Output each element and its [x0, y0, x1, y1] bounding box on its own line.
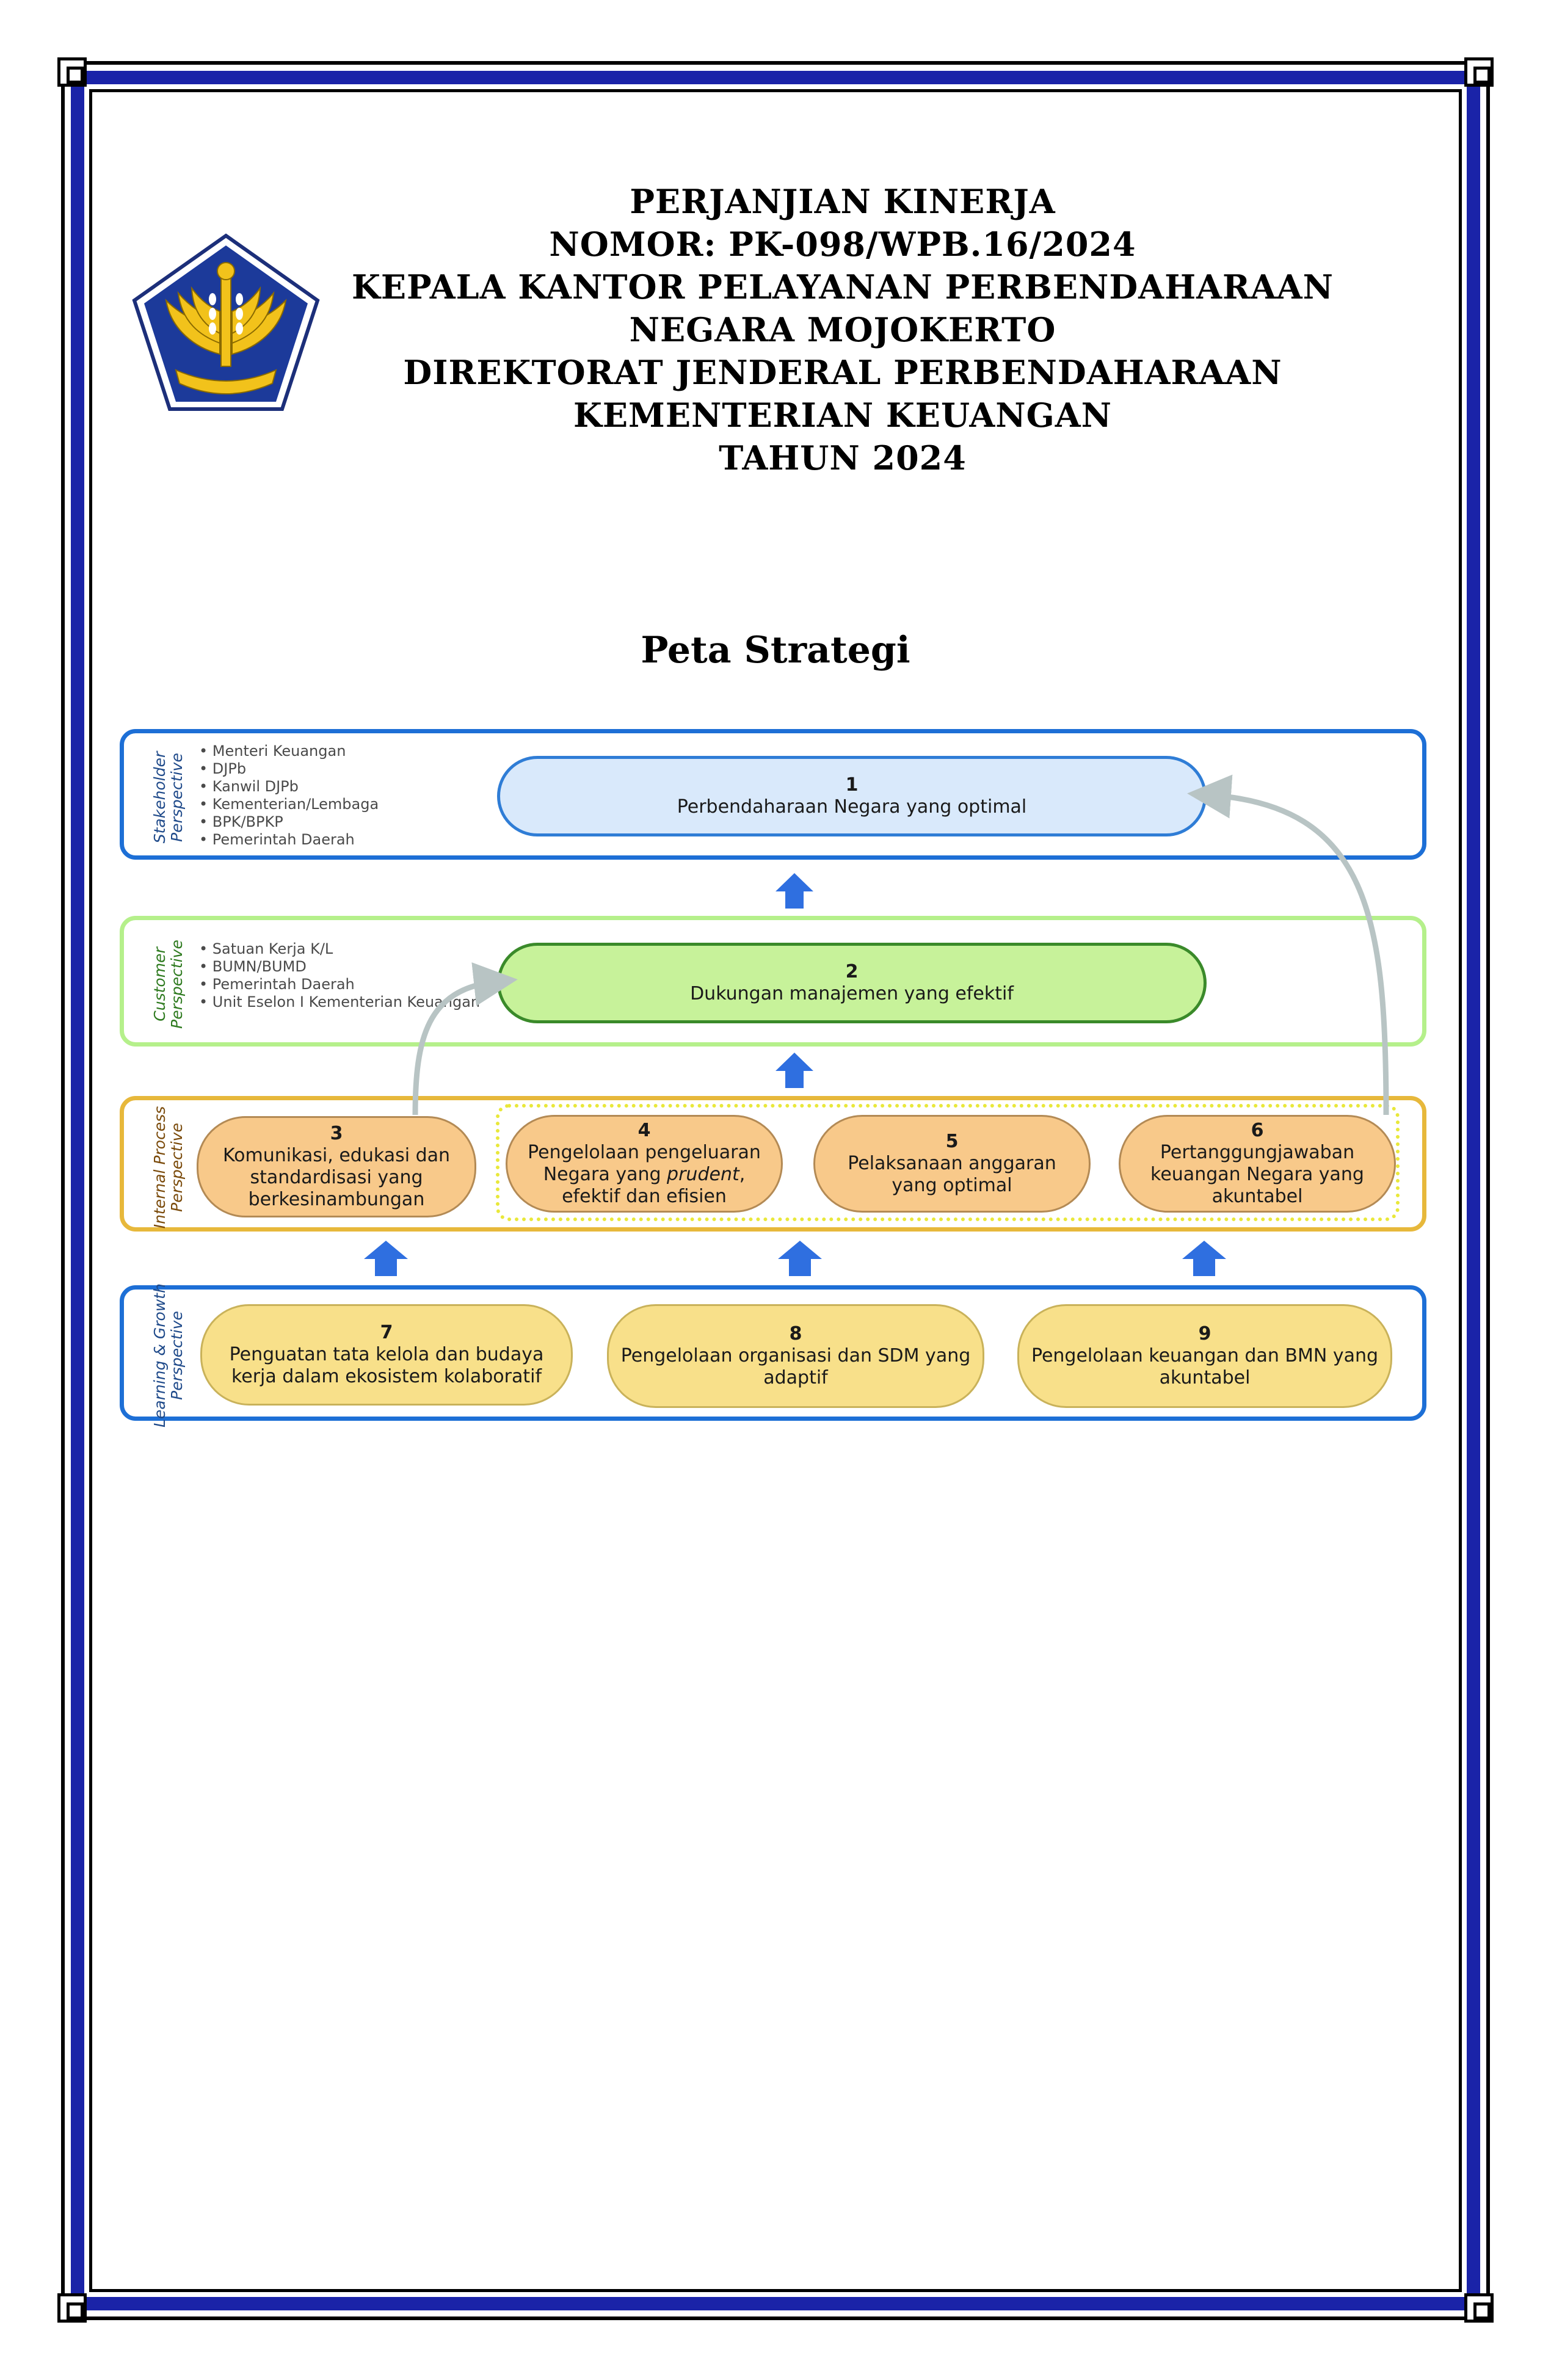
- page-frame-blue: [71, 71, 1480, 2310]
- doc-office-line1: KEPALA KANTOR PELAYANAN PERBENDAHARAAN: [351, 267, 1334, 307]
- objective-number: 4: [637, 1120, 651, 1141]
- objective-number: 3: [330, 1123, 343, 1144]
- page-frame-inner: [89, 89, 1462, 2292]
- frame-corner-ornament: [1464, 57, 1494, 87]
- objective-number: 9: [1198, 1323, 1211, 1344]
- doc-title: PERJANJIAN KINERJA: [630, 182, 1056, 221]
- emphasis-text: prudent: [667, 1164, 739, 1185]
- objective-text: kerja dalam ekosistem kolaboratif: [231, 1366, 542, 1387]
- objective-number: 7: [380, 1322, 393, 1343]
- objective-text: akuntabel: [1159, 1367, 1251, 1388]
- objective-5: 5 Pelaksanaan anggaran yang optimal: [813, 1115, 1091, 1213]
- objective-number: 6: [1251, 1120, 1264, 1141]
- objective-3: 3 Komunikasi, edukasi dan standardisasi …: [197, 1116, 476, 1217]
- objective-text: Pengelolaan organisasi dan SDM yang: [620, 1345, 971, 1366]
- list-item: Menteri Keuangan: [199, 742, 379, 760]
- objective-text: Perbendaharaan Negara yang optimal: [677, 796, 1027, 818]
- list-item: DJPb: [199, 760, 379, 778]
- objective-text: keuangan Negara yang: [1150, 1164, 1364, 1185]
- doc-year: TAHUN 2024: [719, 438, 967, 477]
- objective-text: adaptif: [763, 1367, 828, 1388]
- objective-text: efektif dan efisien: [562, 1186, 727, 1207]
- frame-corner-ornament: [1464, 2293, 1494, 2323]
- connector-3-to-2: [412, 962, 518, 1116]
- ministry-of-finance-logo: [132, 233, 320, 411]
- doc-directorate: DIREKTORAT JENDERAL PERBENDAHARAAN: [403, 353, 1282, 392]
- objective-number: 8: [789, 1323, 802, 1344]
- list-item: Pemerintah Daerah: [199, 976, 480, 993]
- doc-number: NOMOR: PK-098/WPB.16/2024: [549, 225, 1136, 264]
- up-arrow-icon: [776, 1053, 813, 1088]
- objective-text: Penguatan tata kelola dan budaya: [229, 1344, 544, 1365]
- objective-text-line2: Negara yang prudent,: [543, 1164, 746, 1186]
- stakeholder-perspective-band: [120, 729, 1426, 860]
- objective-number: 2: [845, 961, 859, 982]
- objective-text: Pengelolaan keuangan dan BMN yang: [1031, 1345, 1379, 1366]
- up-arrow-icon: [364, 1241, 408, 1276]
- frame-corner-ornament: [57, 2293, 87, 2323]
- stakeholder-list: Menteri Keuangan DJPb Kanwil DJPb Kement…: [199, 742, 379, 849]
- list-item: BPK/BPKP: [199, 813, 379, 831]
- objective-text: Pengelolaan pengeluaran: [528, 1142, 761, 1163]
- objective-text: Dukungan manajemen yang efektif: [690, 983, 1014, 1004]
- objective-2: 2 Dukungan manajemen yang efektif: [497, 943, 1207, 1023]
- strategy-map-title: Peta Strategi: [641, 629, 910, 672]
- objective-1: 1 Perbendaharaan Negara yang optimal: [497, 756, 1207, 836]
- list-item: BUMN/BUMD: [199, 958, 480, 976]
- learning-growth-perspective-band: [120, 1285, 1426, 1421]
- list-item: Kanwil DJPb: [199, 778, 379, 796]
- objective-7: 7 Penguatan tata kelola dan budaya kerja…: [200, 1304, 573, 1406]
- objective-9: 9 Pengelolaan keuangan dan BMN yang akun…: [1017, 1304, 1392, 1408]
- up-arrow-icon: [776, 873, 813, 909]
- list-item: Kementerian/Lembaga: [199, 796, 379, 813]
- text-span: Negara yang: [543, 1164, 667, 1185]
- objective-8: 8 Pengelolaan organisasi dan SDM yang ad…: [607, 1304, 984, 1408]
- objective-6: 6 Pertanggungjawaban keuangan Negara yan…: [1119, 1115, 1396, 1213]
- objective-text: Pelaksanaan anggaran: [848, 1153, 1056, 1174]
- list-item: Pemerintah Daerah: [199, 831, 379, 849]
- customer-list: Satuan Kerja K/L BUMN/BUMD Pemerintah Da…: [199, 940, 480, 1011]
- objective-text: standardisasi yang: [250, 1167, 423, 1188]
- objective-text: Pertanggungjawaban: [1160, 1142, 1355, 1163]
- objective-text: akuntabel: [1211, 1186, 1303, 1207]
- objective-number: 5: [945, 1131, 959, 1152]
- objective-4: 4 Pengelolaan pengeluaran Negara yang pr…: [506, 1115, 783, 1213]
- frame-corner-ornament: [57, 57, 87, 87]
- objective-text: yang optimal: [892, 1175, 1012, 1196]
- connector-6-to-1: [1187, 774, 1389, 1116]
- list-item: Satuan Kerja K/L: [199, 940, 480, 958]
- list-item: Unit Eselon I Kementerian Keuangan: [199, 993, 480, 1011]
- objective-text: Komunikasi, edukasi dan: [222, 1145, 451, 1166]
- page-frame-outer: [61, 61, 1490, 2320]
- text-span: ,: [739, 1164, 746, 1185]
- up-arrow-icon: [1182, 1241, 1226, 1276]
- doc-office-line2: NEGARA MOJOKERTO: [629, 310, 1056, 349]
- customer-perspective-band: [120, 916, 1426, 1047]
- document-header: PERJANJIAN KINERJA NOMOR: PK-098/WPB.16/…: [318, 180, 1368, 479]
- internal-process-group-outline: [496, 1104, 1400, 1221]
- doc-ministry: KEMENTERIAN KEUANGAN: [573, 396, 1113, 435]
- up-arrow-icon: [778, 1241, 822, 1276]
- objective-number: 1: [845, 774, 859, 796]
- objective-text: berkesinambungan: [248, 1189, 425, 1210]
- internal-process-perspective-band: [120, 1096, 1426, 1232]
